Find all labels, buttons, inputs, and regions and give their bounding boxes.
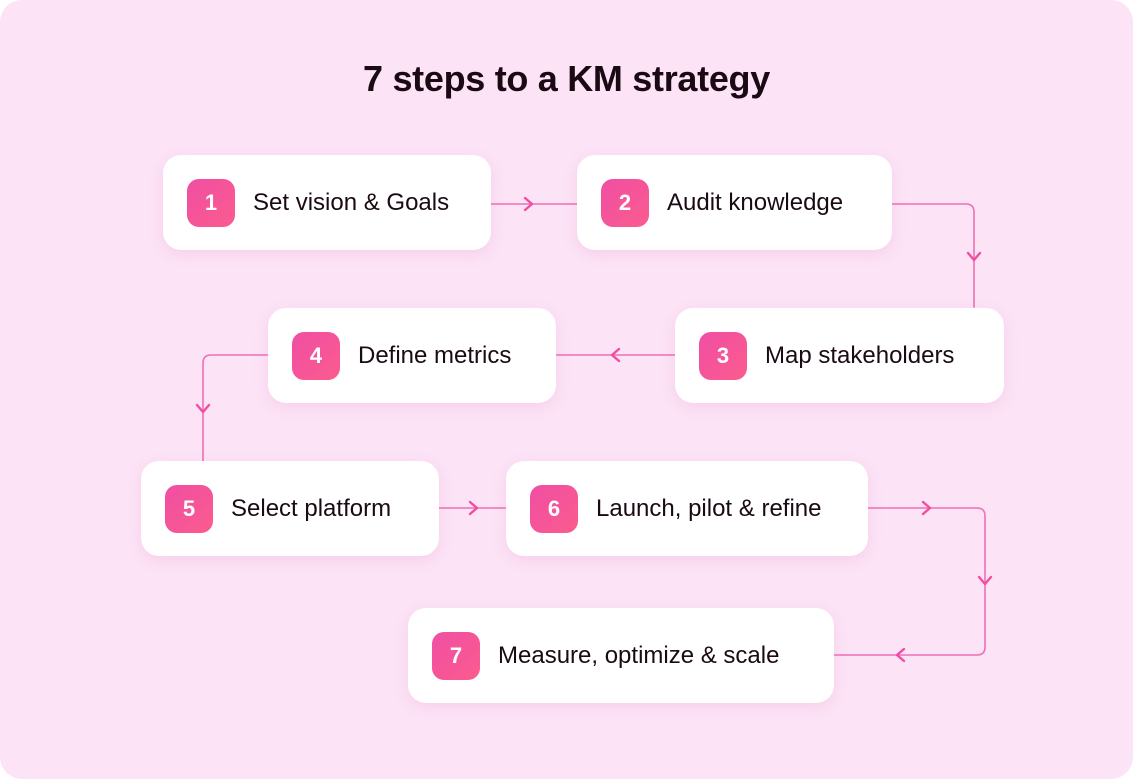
step-card-7: 7 Measure, optimize & scale [408,608,834,703]
step-number-badge: 4 [292,331,340,380]
step-label: Measure, optimize & scale [498,641,780,669]
arrowhead-3-4 [610,347,621,363]
step-card-1: 1 Set vision & Goals [163,155,491,250]
step-number-badge: 1 [187,178,235,227]
arrowhead-5-6 [468,500,479,516]
arrowhead-4-5 [195,403,211,414]
arrowhead-6-7-b [977,575,993,586]
step-card-2: 2 Audit knowledge [577,155,892,250]
arrowhead-6-7-a [921,500,932,516]
arrowhead-6-7-c [895,647,906,663]
step-number-badge: 2 [601,178,649,227]
step-number-badge: 6 [530,484,578,533]
connector-2-3 [891,203,975,308]
step-label: Audit knowledge [667,188,844,216]
step-label: Select platform [231,494,392,522]
step-label: Set vision & Goals [253,188,450,216]
step-label: Launch, pilot & refine [596,494,822,522]
connector-6-7 [833,507,986,656]
arrowhead-1-2 [523,196,534,212]
diagram-title: 7 steps to a KM strategy [363,58,770,99]
step-card-3: 3 Map stakeholders [675,308,1004,403]
step-number-badge: 3 [699,331,747,380]
connector-4-5 [202,354,269,462]
step-number-badge: 7 [432,631,480,680]
step-number-badge: 5 [165,484,213,533]
step-card-5: 5 Select platform [141,461,439,556]
arrowhead-2-3 [966,251,982,262]
step-label: Define metrics [358,341,512,369]
step-card-4: 4 Define metrics [268,308,556,403]
step-card-6: 6 Launch, pilot & refine [506,461,868,556]
step-label: Map stakeholders [765,341,955,369]
